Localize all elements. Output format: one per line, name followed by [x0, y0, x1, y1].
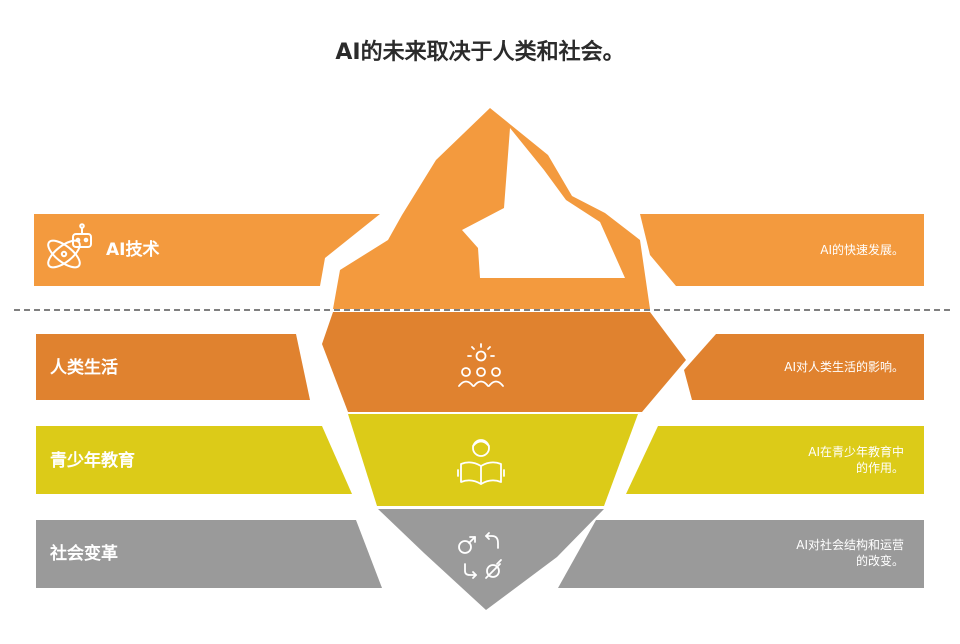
band-right-ai-tech: [640, 214, 924, 286]
band-left-human-life: [36, 334, 310, 400]
layer-label-ai-tech: AI技术: [106, 240, 160, 260]
layer-description-social-change: AI对社会结构和运营 的改变。: [796, 538, 904, 568]
page-title: AI的未来取决于人类和社会。: [335, 40, 625, 65]
layer-description-ai-tech: AI的快速发展。: [820, 243, 904, 257]
band-right-human-life: [684, 334, 924, 400]
student-reading-icon: [457, 439, 505, 485]
iceberg-tip: [333, 108, 650, 309]
robot-atom-icon: [47, 223, 92, 269]
layer-description-youth-education: AI在青少年教育中 的作用。: [808, 445, 904, 475]
people-group-icon: [458, 343, 504, 387]
arrows-change-icon: [458, 532, 502, 579]
band-right-youth-education: [626, 426, 924, 494]
band-right-social-change: [558, 520, 924, 588]
layer-label-human-life: 人类生活: [50, 358, 118, 378]
iceberg-snow: [462, 128, 625, 278]
layer-label-social-change: 社会变革: [50, 544, 118, 564]
band-left-youth-education: [36, 426, 352, 494]
layer-label-youth-education: 青少年教育: [50, 451, 135, 471]
iceberg-section-human-life: [322, 312, 686, 412]
band-left-social-change: [36, 520, 382, 588]
iceberg-section-youth-education: [348, 414, 638, 506]
layer-description-human-life: AI对人类生活的影响。: [784, 360, 904, 374]
band-left-ai-tech: [34, 214, 380, 286]
iceberg-section-social-change: [378, 509, 604, 610]
